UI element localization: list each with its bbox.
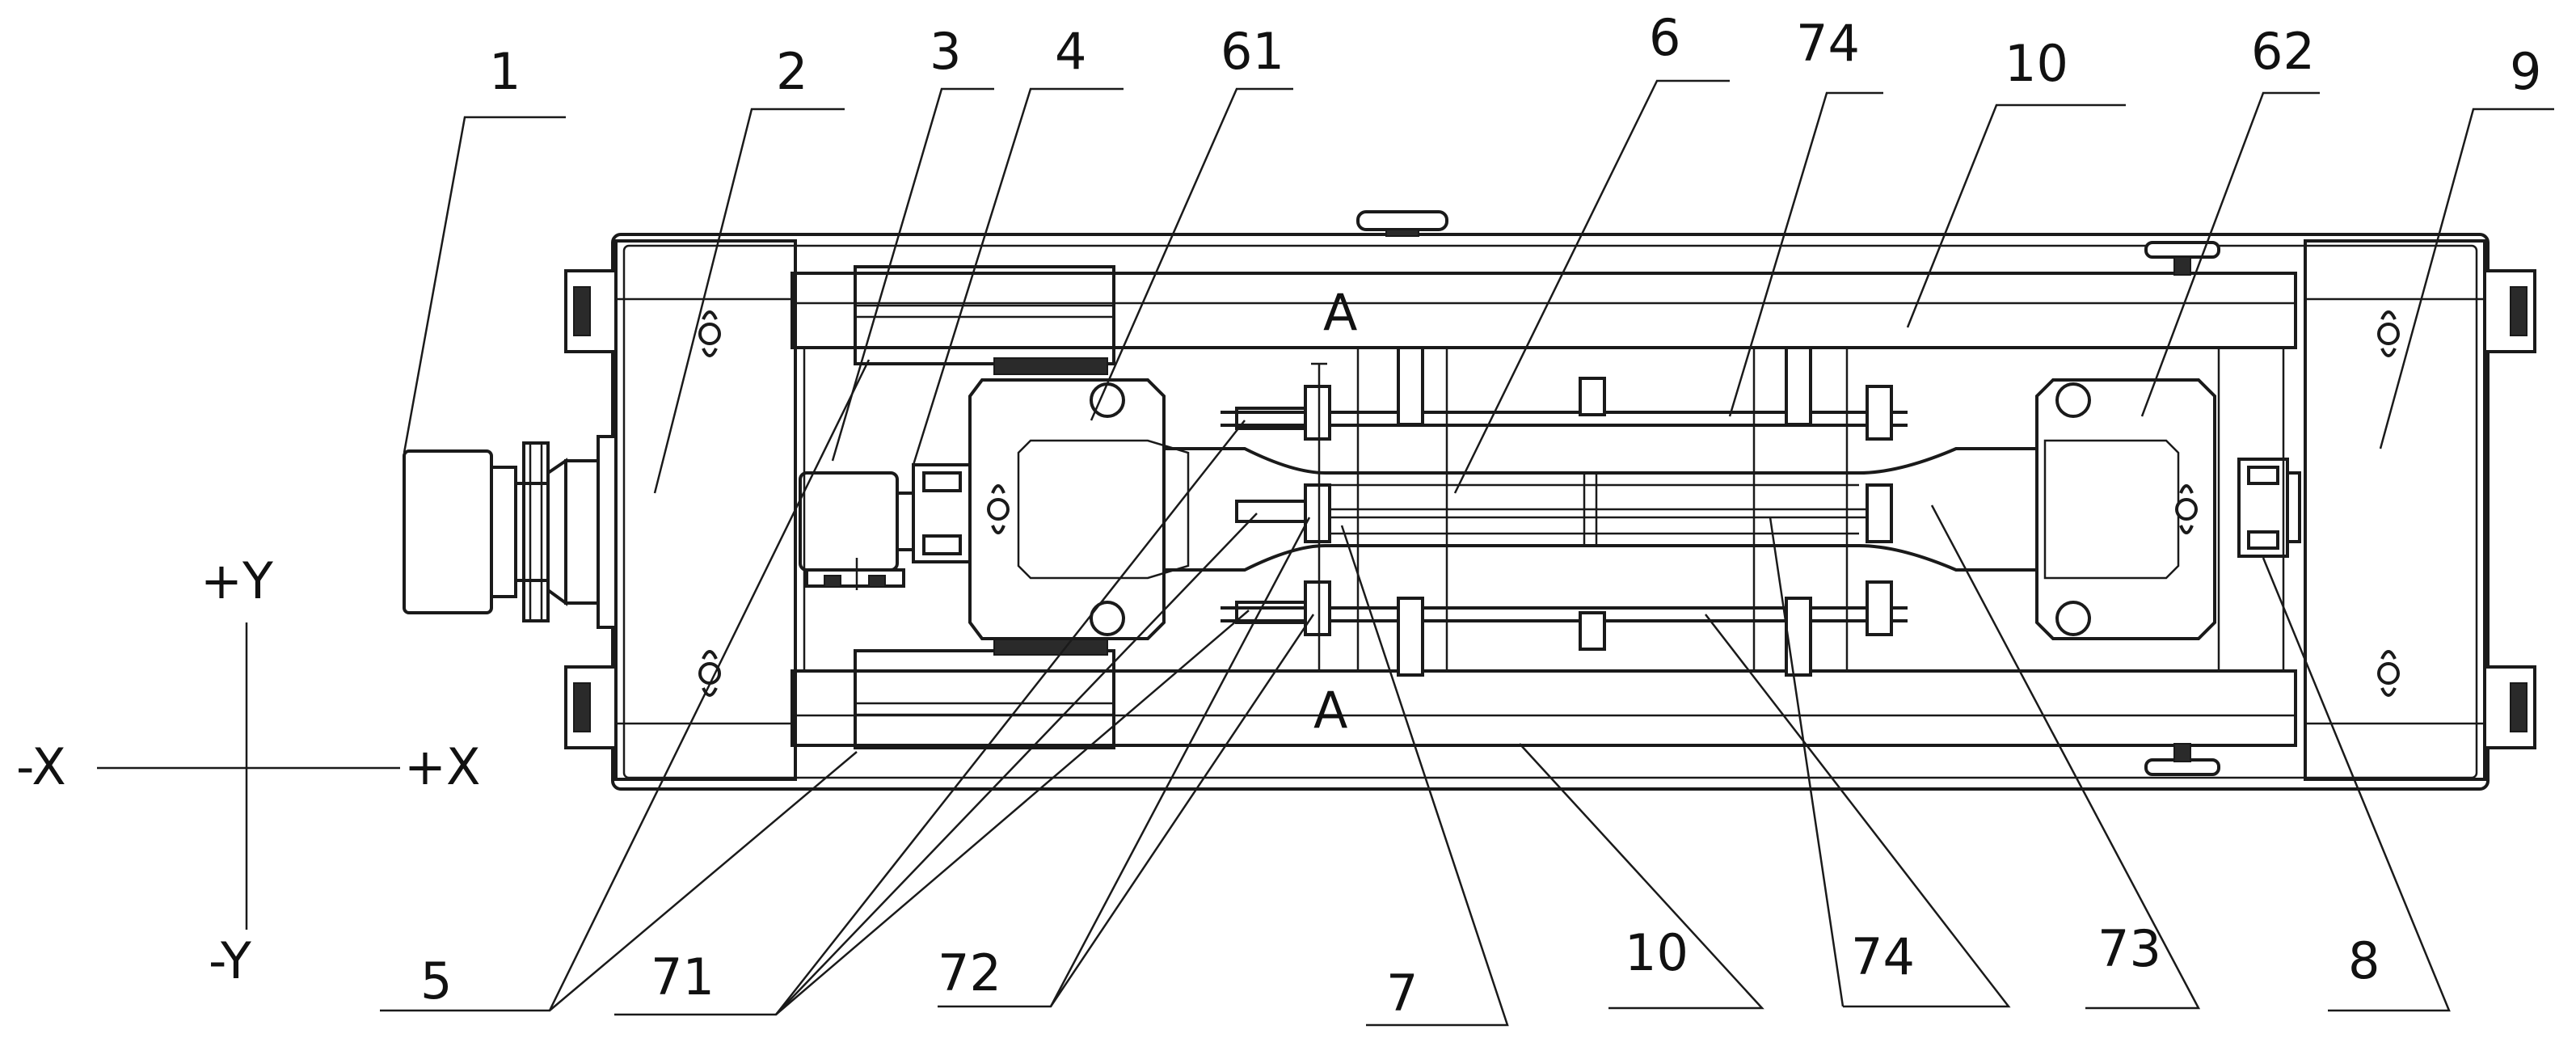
motor-assembly <box>403 435 618 629</box>
label-61: 61 <box>1221 22 1284 81</box>
label-8: 8 <box>2348 931 2380 990</box>
label-7: 7 <box>1386 964 1418 1023</box>
label-2: 2 <box>776 42 807 101</box>
label-4: 4 <box>1055 22 1086 81</box>
left-grip <box>968 378 1190 640</box>
label-72: 72 <box>938 943 1001 1002</box>
label-73: 73 <box>2097 919 2161 978</box>
label-62: 62 <box>2251 22 2315 81</box>
label-6: 6 <box>1649 8 1680 67</box>
drive-unit <box>799 463 972 590</box>
label-5: 5 <box>420 952 452 1011</box>
section-label-top: A <box>1323 283 1357 342</box>
label-3: 3 <box>930 22 961 81</box>
section-label-bottom: A <box>1313 681 1347 740</box>
right-sensor <box>2237 458 2301 558</box>
label-10-top: 10 <box>2005 34 2068 93</box>
frame-handles <box>1356 210 2220 776</box>
right-end-plate <box>2304 239 2536 781</box>
leader-lines-top <box>403 79 2554 494</box>
label-1: 1 <box>489 42 521 101</box>
axis-plus-y: +Y <box>200 551 273 610</box>
label-74-bottom: 74 <box>1851 927 1915 986</box>
rod-clamps <box>1235 385 1893 636</box>
label-9: 9 <box>2510 42 2541 101</box>
section-line <box>1311 362 1327 673</box>
axis-minus-x: -X <box>16 737 66 796</box>
axis-plus-x: +X <box>404 737 480 796</box>
label-74-top: 74 <box>1796 14 1860 73</box>
label-10-bottom: 10 <box>1625 923 1689 982</box>
coordinate-axes: +Y -Y -X +X <box>16 551 480 990</box>
left-clamp-blocks <box>854 265 1115 749</box>
label-71: 71 <box>651 947 715 1006</box>
right-grip <box>2035 378 2216 640</box>
leader-lines-bottom <box>380 359 2451 1027</box>
axis-minus-y: -Y <box>209 931 251 990</box>
part-labels: 1 2 3 4 61 6 74 10 62 9 5 71 72 7 10 74 … <box>420 8 2541 1023</box>
mid-supports <box>1397 346 1812 677</box>
